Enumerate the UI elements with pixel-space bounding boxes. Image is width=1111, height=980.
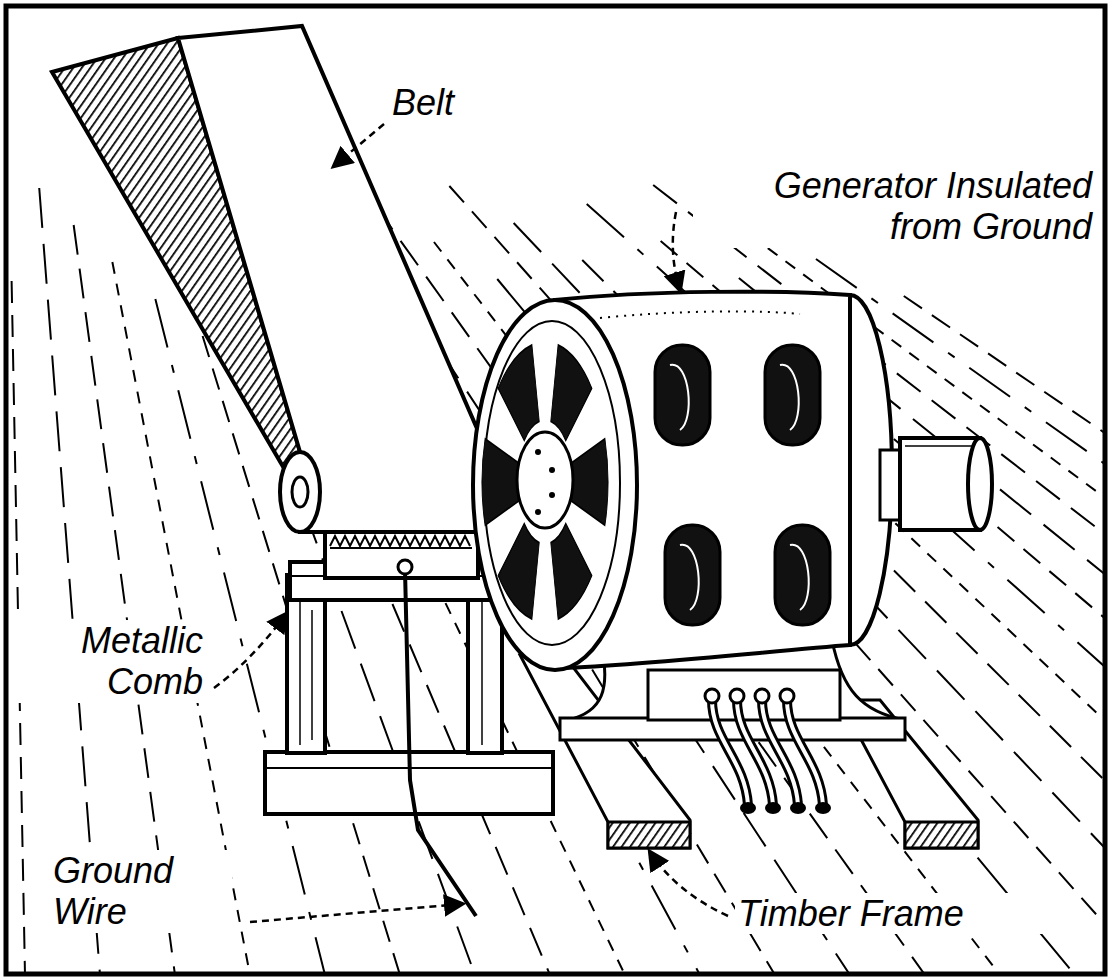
floor-hatching-part [434, 242, 1000, 972]
generator-part [670, 365, 689, 430]
generator-part [549, 467, 555, 473]
generator-part [600, 311, 800, 318]
cables-part [787, 700, 823, 805]
cables-part [780, 689, 794, 703]
generator-part [665, 525, 720, 625]
leader-lines-part [214, 614, 286, 688]
floor-hatching-part [904, 296, 1103, 972]
cables-part [762, 700, 798, 805]
part-label: Generator Insulated from Ground [693, 165, 1095, 248]
generator-part [905, 445, 975, 447]
generator-part [549, 492, 555, 498]
metallic-comb-part [330, 547, 472, 549]
timber-frame-part [608, 822, 690, 848]
generator [473, 292, 992, 740]
belt-part [280, 452, 320, 532]
generator-part [473, 300, 637, 670]
cables-part [765, 802, 781, 814]
ground-wire [398, 560, 476, 916]
belt-part [292, 477, 308, 507]
comb-stand-part [481, 600, 483, 745]
frame-border [6, 6, 1105, 974]
comb-stand-part [311, 610, 313, 740]
end-shield-windows-part [572, 439, 608, 526]
end-shield-windows-part [551, 523, 592, 618]
leader-lines [214, 124, 728, 922]
part-label: Belt [389, 82, 509, 123]
generator-part [535, 509, 541, 515]
ground-wire-part [405, 570, 476, 916]
generator-part [648, 670, 840, 720]
generator-part [968, 438, 992, 530]
floor-hatching-part [449, 186, 1103, 972]
timber-frame-part [905, 822, 978, 848]
cables-part [815, 802, 831, 814]
generator-part [680, 545, 699, 610]
leader-lines-part [673, 212, 680, 290]
cables-part [730, 689, 744, 703]
end-shield-windows [482, 345, 608, 619]
cables-part [755, 689, 769, 703]
end-shield-windows-part [498, 523, 539, 618]
cables-part [737, 700, 773, 805]
ground-wire-part [398, 560, 412, 574]
cables-part [787, 700, 823, 805]
cables-part [790, 802, 806, 814]
cables-part [740, 802, 756, 814]
generator-part [790, 545, 809, 610]
end-shield-windows-part [498, 345, 539, 440]
leader-lines-part [250, 904, 462, 922]
cables-part [712, 700, 748, 805]
generator-part [780, 365, 799, 430]
comb-stand-part [299, 600, 301, 745]
metallic-comb-part [330, 536, 470, 546]
metallic-comb [325, 532, 478, 578]
timber-frame [520, 650, 978, 848]
leader-lines-part [650, 852, 728, 916]
metallic-comb-part [325, 532, 478, 578]
leader-lines-part [334, 124, 384, 166]
floor-hatching-part [739, 278, 1103, 972]
part-label: Timber Frame [735, 893, 1075, 934]
part-label: Metallic Comb [12, 620, 206, 703]
generator-part [765, 345, 820, 445]
generator-part [535, 449, 541, 455]
cables [705, 689, 831, 814]
floor-hatching [8, 170, 1103, 972]
cables-part [705, 689, 719, 703]
end-shield-windows-part [482, 439, 518, 526]
generator-part [655, 345, 710, 445]
part-label: Ground Wire [50, 850, 232, 933]
generator-part [775, 525, 830, 625]
end-shield-windows-part [551, 345, 592, 440]
generator-part [517, 432, 573, 528]
